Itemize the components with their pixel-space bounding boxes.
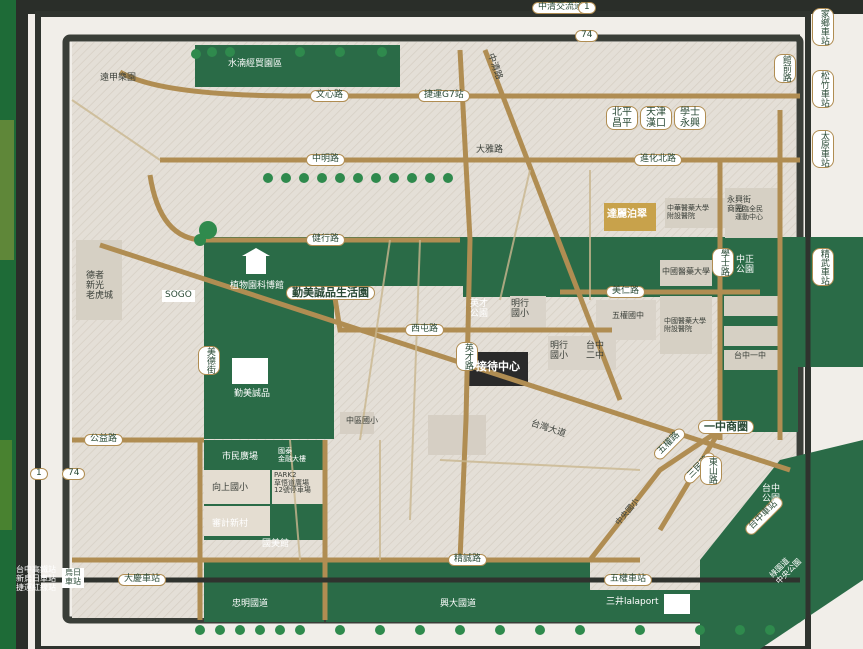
hwy74-left-marker: 74 (62, 468, 86, 480)
landmark-xinguang: 德者 新光 老虎城 (86, 271, 114, 301)
area-xueshi-yongxing: 學士 永興 (674, 106, 706, 130)
area-beiping: 北平 昌平 (606, 106, 638, 130)
landmark-qinmei-store: 勤美誠品 (234, 389, 271, 399)
landmark-beitun: 永興街 商圈 (727, 195, 751, 213)
hwy1-marker: 1 (578, 2, 596, 14)
landmark-daren: 達麗泊翠 (607, 209, 647, 220)
landmark-zhouda-park: 興大國道 (440, 599, 477, 609)
zhongming-block (204, 560, 324, 622)
station-hsr: 台中高鐵站 新烏日車站 捷運紅線站 (16, 565, 56, 592)
area-tianjin: 天津 漢口 (640, 106, 672, 130)
landmark-xiangshang: 向上國小 (212, 483, 249, 493)
station-wuri: 烏日 車站 (62, 568, 84, 588)
hwy74-marker: 74 (575, 30, 599, 42)
landmark-yingcai-park: 英才 公園 (470, 299, 489, 319)
landmark-yizhong-school: 台中一中 (734, 351, 766, 360)
landmark-zhongming-park: 忠明國道 (232, 599, 269, 609)
science-museum-block (204, 237, 334, 439)
hwy1-left-marker: 1 (30, 468, 48, 480)
landmark-central-elem: 中區國小 (346, 416, 378, 425)
landmark-shenji: 審計新村 (212, 519, 249, 529)
road-xueshi: 學士路 (712, 248, 734, 277)
road-wenxin: 文心路 (310, 90, 350, 102)
road-jincheng: 精誠路 (448, 554, 488, 566)
station-jiezhou: 捷運G7站 (418, 90, 470, 102)
landmark-science-museum: 植物園科博館 (230, 281, 285, 291)
landmark-yuanchang: 元臨全民 運動中心 (735, 205, 763, 221)
landmark-taizhong-park: 台中 公園 (762, 484, 781, 504)
landmark-yizhong: 一中商圈 (698, 420, 754, 435)
daren-box (604, 203, 656, 231)
landmark-zhonghua: 中華醫藥大學 附設醫院 (667, 204, 709, 220)
building-icon (232, 248, 270, 384)
tree-dots (191, 47, 775, 635)
road-jianxing: 健行路 (306, 234, 346, 246)
station-jingwu: 精武車站 (812, 248, 834, 286)
station-taiyuan: 太原車站 (812, 130, 834, 168)
road-guanqian: 館前路 (774, 54, 796, 83)
station-top-right: 家鄉車站 (812, 8, 834, 46)
road-dongshan: 東山路 (700, 456, 722, 485)
road-gongyi: 公益路 (84, 434, 124, 446)
landmark-mingxing: 明行 國小 (511, 299, 530, 319)
road-meicun: 美仁路 (606, 286, 646, 298)
landmark-qinmei: 勤美誠品生活園 (286, 286, 375, 301)
landmark-mingxing-2: 明行 國小 (550, 341, 569, 361)
road-xitun: 西屯路 (405, 324, 445, 336)
landmark-wuquan-zhong: 五權國中 (612, 311, 644, 320)
road-shiming: 中明路 (306, 154, 346, 166)
road-yingcai: 英才路 (456, 342, 478, 371)
railway-park-block (700, 440, 863, 649)
landmark-medical-univ: 中國醫藥大學 (662, 267, 710, 276)
landmark-shuinan: 水湳經貿園區 (228, 59, 283, 69)
landmark-shimin-square: 市民廣場 (222, 452, 259, 462)
landmark-erzhong: 台中 二中 (586, 341, 605, 361)
station-daqing: 大慶車站 (118, 574, 167, 586)
landmark-guomei-pr: 國泰 金融大樓 (278, 447, 306, 463)
road-meide: 美德街 (198, 346, 220, 375)
landmark-lalaport: 三井lalaport (606, 597, 659, 607)
landmark-zoo: 遠甲樂園 (100, 73, 137, 83)
landmark-art-museum: 國美館 (262, 539, 290, 549)
landmark-sogo: SOGO (162, 290, 195, 302)
zhouda-block (326, 560, 590, 622)
road-jinhua-north: 進化北路 (634, 154, 683, 166)
road-daya: 大雅路 (476, 145, 504, 155)
station-songzhu: 松竹車站 (812, 70, 834, 108)
landmark-zhongzheng-park: 中正 公園 (736, 255, 755, 275)
station-wuquan: 五權車站 (604, 574, 653, 586)
landmark-park2: PARK2 草悟道廣場 12號停車場 (274, 471, 311, 495)
landmark-medical-hosp: 中國醫藥大學 附設醫院 (664, 317, 706, 333)
lalaport-icon (664, 594, 690, 614)
landmark-reception: 接待中心 (476, 360, 520, 373)
